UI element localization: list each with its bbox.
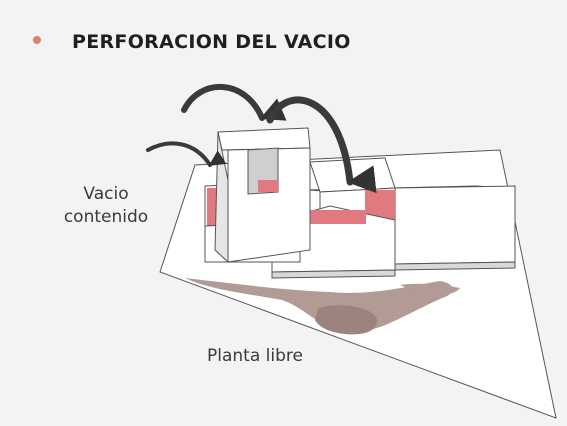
page-title: PERFORACION DEL VACIO bbox=[72, 31, 351, 53]
void-highlight-tower bbox=[258, 180, 278, 192]
arrow-left bbox=[146, 141, 227, 167]
label-void-line2: contenido bbox=[63, 207, 149, 227]
label-free-plan: Planta libre bbox=[207, 346, 303, 366]
label-void-contained: Vacio contenido bbox=[46, 183, 166, 229]
tall-tower bbox=[214, 127, 311, 264]
arrow-right bbox=[266, 96, 377, 194]
arrows bbox=[146, 84, 377, 194]
void-highlight-center bbox=[300, 210, 366, 224]
arrow-middle bbox=[181, 84, 287, 121]
label-void-line1: Vacio bbox=[83, 184, 129, 204]
bullet-point bbox=[33, 36, 41, 44]
ground-shadow bbox=[185, 278, 460, 335]
right-block bbox=[304, 185, 516, 271]
